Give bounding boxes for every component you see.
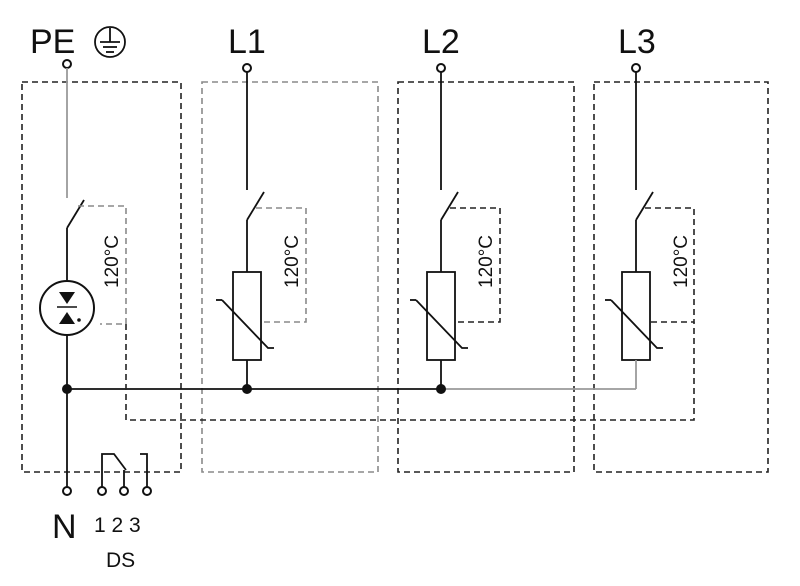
pe-module-outline	[21, 81, 182, 473]
gas-discharge-tube-icon	[39, 280, 95, 336]
varistor-icon	[410, 271, 468, 361]
pe-label: PE	[30, 23, 75, 61]
l2-branch: 120°C	[410, 72, 501, 389]
ds-terminal-2	[119, 486, 129, 496]
varistor-icon	[216, 271, 274, 361]
common-bus	[62, 384, 636, 394]
junction-dot	[242, 384, 252, 394]
junction-dot	[62, 384, 72, 394]
l3-branch: 120°C	[605, 72, 695, 389]
l1-terminal	[242, 63, 252, 73]
pe-branch: 120°C	[39, 68, 127, 487]
l3-terminal	[631, 63, 641, 73]
pe-terminal	[62, 59, 72, 69]
l3-module-outline	[593, 81, 769, 473]
ds-terminal-1	[97, 486, 107, 496]
ds-pin-labels: 1 2 3	[94, 514, 141, 537]
l3-temp-label: 120°C	[671, 235, 692, 288]
l2-thermal-disconnector-icon	[440, 191, 459, 272]
ds-terminal-3	[142, 486, 152, 496]
signal-loop	[125, 322, 695, 421]
l2-temp-label: 120°C	[476, 235, 497, 288]
l1-label: L1	[228, 23, 266, 61]
pe-thermal-disconnector-icon	[66, 199, 85, 280]
l2-terminal	[436, 63, 446, 73]
n-label: N	[52, 508, 77, 546]
varistor-icon	[605, 271, 663, 361]
l1-thermal-disconnector-icon	[246, 191, 265, 272]
l3-label: L3	[618, 23, 656, 61]
ds-contact-icon	[101, 453, 148, 488]
l3-thermal-disconnector-icon	[635, 191, 654, 272]
l2-label: L2	[422, 23, 460, 61]
n-terminal	[62, 486, 72, 496]
ds-label: DS	[106, 549, 135, 572]
ground-icon	[94, 26, 126, 58]
l1-temp-label: 120°C	[282, 235, 303, 288]
l2-module-outline	[397, 81, 575, 473]
pe-temp-label: 120°C	[102, 235, 123, 288]
l1-branch: 120°C	[216, 72, 307, 389]
l1-module-outline	[201, 81, 379, 473]
junction-dot	[436, 384, 446, 394]
